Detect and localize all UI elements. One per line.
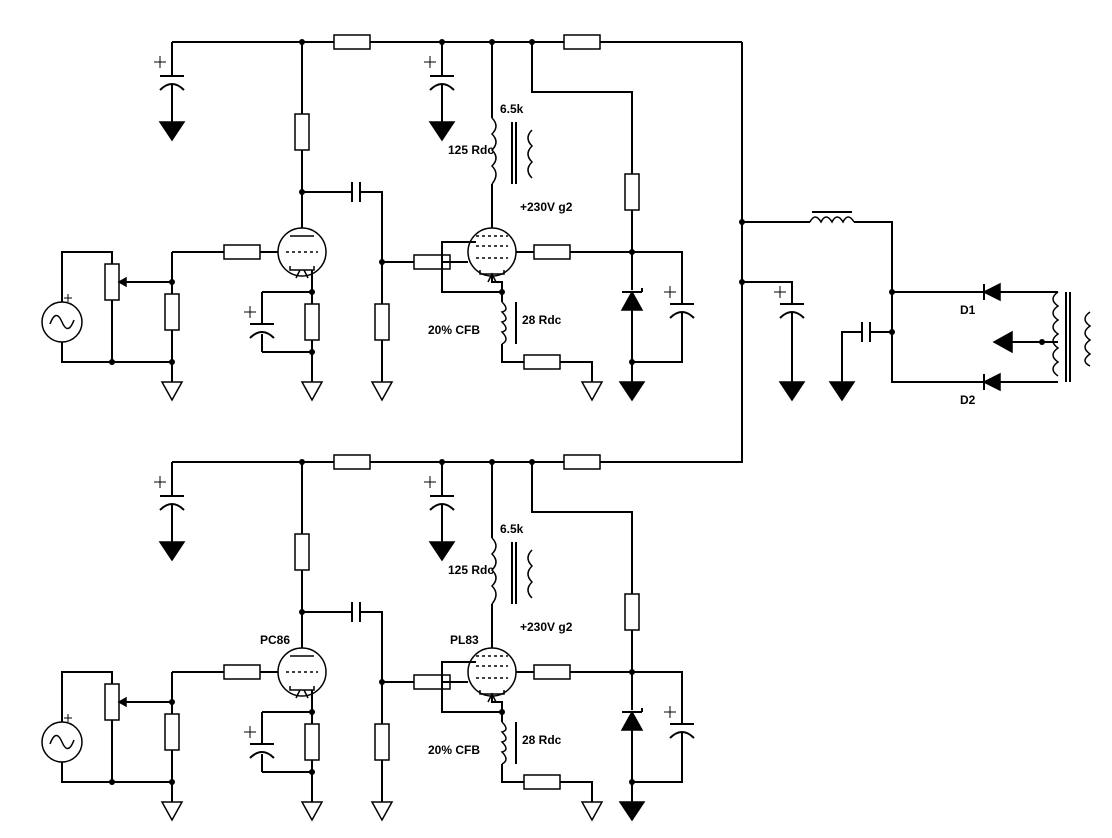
volume-potentiometer xyxy=(104,683,120,721)
filter-capacitor-2 xyxy=(424,42,456,142)
ground-symbol xyxy=(428,121,456,142)
ground-symbol xyxy=(618,801,646,822)
grid-resistor xyxy=(164,713,180,751)
screen-resistor xyxy=(533,664,571,680)
coupling-grid-resistor xyxy=(374,303,390,341)
triode-stage xyxy=(244,462,394,822)
filter-choke xyxy=(809,211,855,224)
triode-tube-label: PC86 xyxy=(260,633,290,647)
channel-lower: PC86 PL83 6.5k 125 Rdc +230V g2 20% CFB … xyxy=(41,454,742,822)
plate-impedance-label: 6.5k xyxy=(500,102,524,116)
ground-symbol xyxy=(580,381,604,402)
pentode-stage xyxy=(382,462,695,822)
grid-stopper-resistor xyxy=(223,664,261,680)
ground-symbol xyxy=(370,381,394,402)
pentode-stage xyxy=(382,42,695,402)
screen-dropping-resistor xyxy=(624,593,640,631)
ground-symbol xyxy=(158,121,186,142)
rail-resistor-2 xyxy=(563,34,601,50)
screen-voltage-label: +230V g2 xyxy=(520,620,573,634)
cathode-winding-label: 28 Rdc xyxy=(522,313,562,327)
pentode-tube-label: PL83 xyxy=(450,633,479,647)
rectifier-diode-d2 xyxy=(982,372,1058,392)
rail-resistor-1 xyxy=(333,454,371,470)
plate-load-resistor xyxy=(294,533,310,571)
triode-tube xyxy=(277,227,327,277)
power-transformer xyxy=(992,291,1092,382)
plate-impedance-label: 6.5k xyxy=(500,522,524,536)
cathode-feedback-resistor xyxy=(523,774,561,790)
ground-symbol xyxy=(428,541,456,562)
coupling-grid-resistor xyxy=(374,723,390,761)
triode-tube xyxy=(277,647,327,697)
triode-stage xyxy=(244,42,394,402)
ground-symbol xyxy=(778,381,806,402)
ground-symbol xyxy=(160,381,184,402)
filter-capacitor-1 xyxy=(154,42,186,142)
ground-symbol xyxy=(828,381,856,402)
channel-upper: 6.5k 125 Rdc +230V g2 20% CFB 28 Rdc xyxy=(41,34,742,402)
primary-rdc-label: 125 Rdc xyxy=(448,143,494,157)
ground-symbol xyxy=(158,541,186,562)
cathode-winding-label: 28 Rdc xyxy=(522,733,562,747)
filter-capacitor-1 xyxy=(154,462,186,562)
cathode-resistor xyxy=(304,303,320,341)
ground-symbol xyxy=(370,801,394,822)
rectifier-diode-d1 xyxy=(982,282,1058,302)
volume-potentiometer xyxy=(104,263,120,301)
power-supply: D1 D2 xyxy=(600,42,1092,463)
input-signal-source xyxy=(41,244,282,402)
screen-resistor xyxy=(533,244,571,260)
zener-diode xyxy=(620,290,644,311)
cathode-feedback-resistor xyxy=(523,354,561,370)
grid-stopper-resistor xyxy=(223,244,261,260)
diode-d1-label: D1 xyxy=(960,303,976,317)
pentode-tube xyxy=(467,227,517,277)
screen-dropping-resistor xyxy=(624,173,640,211)
zener-diode xyxy=(620,710,644,731)
pentode-tube xyxy=(467,647,517,697)
cathode-feedback-label: 20% CFB xyxy=(428,323,480,337)
input-signal-source xyxy=(41,664,282,822)
ground-symbol xyxy=(160,801,184,822)
cathode-resistor xyxy=(304,723,320,761)
primary-rdc-label: 125 Rdc xyxy=(448,563,494,577)
center-tap-ground xyxy=(992,330,1013,354)
rail-resistor-2 xyxy=(563,454,601,470)
ground-symbol xyxy=(300,381,324,402)
ground-symbol xyxy=(580,801,604,822)
cathode-feedback-label: 20% CFB xyxy=(428,743,480,757)
rail-resistor-1 xyxy=(333,34,371,50)
ground-symbol xyxy=(300,801,324,822)
diode-d2-label: D2 xyxy=(960,393,976,407)
ground-symbol xyxy=(618,381,646,402)
grid-resistor xyxy=(164,293,180,331)
filter-capacitor-2 xyxy=(424,462,456,562)
plate-load-resistor xyxy=(294,113,310,151)
screen-voltage-label: +230V g2 xyxy=(520,200,573,214)
